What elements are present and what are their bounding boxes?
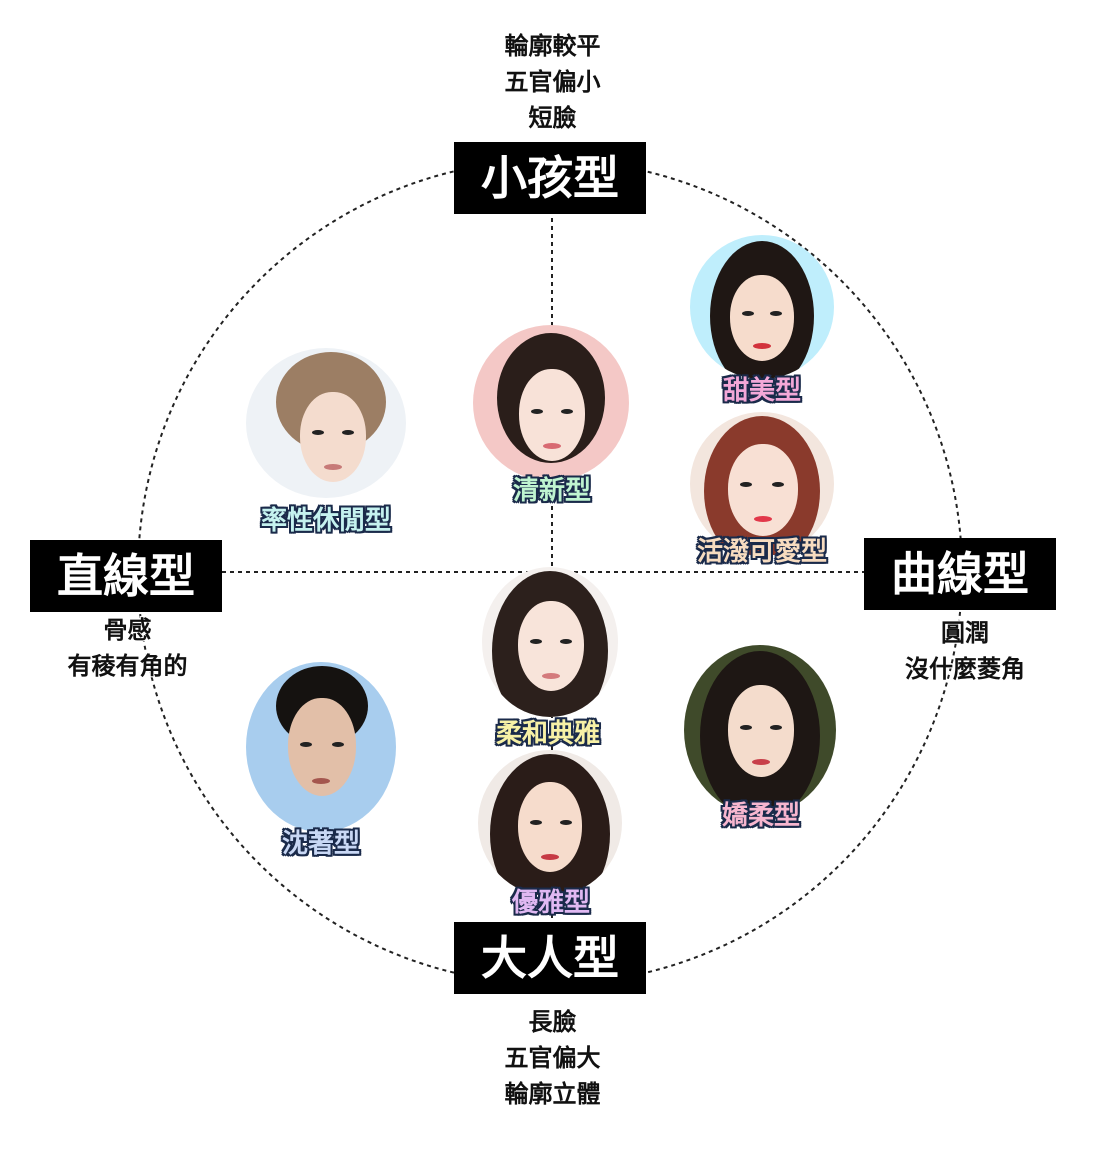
- portrait-lively: [690, 412, 834, 556]
- type-label-graceful: 優雅型: [511, 888, 591, 918]
- portrait-fresh: [473, 325, 629, 481]
- type-label-fresh: 清新型: [512, 476, 592, 506]
- type-label-casual: 率性休閒型: [260, 506, 392, 536]
- portrait-sweet: [690, 235, 834, 379]
- portrait-graceful: [478, 750, 622, 896]
- portrait-soft-elegant: [482, 567, 618, 717]
- right-axis-title: 曲線型: [864, 538, 1056, 610]
- bottom-axis-description: 長臉 五官偏大 輪廓立體: [504, 1008, 601, 1108]
- type-label-sweet: 甜美型: [722, 376, 802, 406]
- portrait-calm: [246, 662, 396, 832]
- portrait-delicate: [684, 645, 836, 815]
- top-axis-description: 輪廓較平 五官偏小 短臉: [504, 32, 601, 132]
- type-label-delicate: 嬌柔型: [721, 801, 801, 831]
- portrait-casual: [246, 348, 406, 498]
- left-axis-title: 直線型: [30, 540, 222, 612]
- type-label-calm: 沈著型: [281, 829, 361, 859]
- type-label-lively: 活潑可愛型: [696, 537, 828, 567]
- top-axis-title: 小孩型: [454, 142, 646, 214]
- right-axis-description: 圓潤 沒什麼菱角: [905, 619, 1025, 683]
- bottom-axis-title: 大人型: [454, 922, 646, 994]
- type-label-soft-elegant: 柔和典雅: [495, 719, 601, 749]
- left-axis-description: 骨感 有稜有角的: [67, 616, 188, 680]
